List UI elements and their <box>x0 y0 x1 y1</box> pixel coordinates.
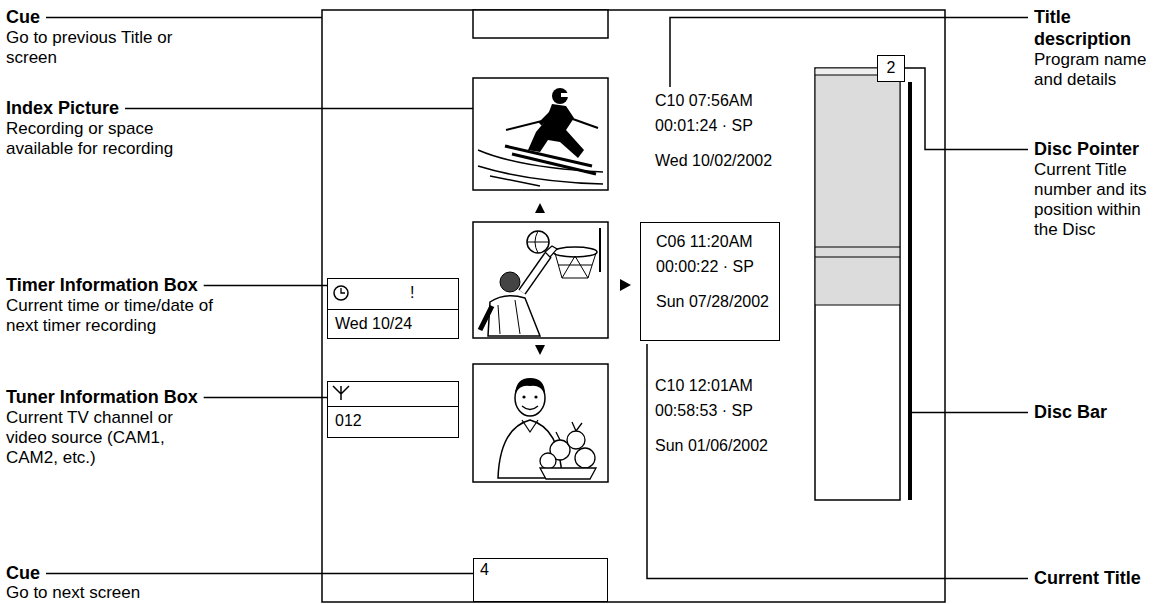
screen-frame <box>322 10 945 602</box>
player-hand <box>545 246 557 257</box>
vegetable <box>567 431 585 449</box>
player-arm <box>522 255 548 292</box>
channel-number: 012 <box>335 411 362 431</box>
clock-hands <box>341 288 345 293</box>
alert-mark: ! <box>410 283 414 303</box>
callout-description: Current Title number and its position wi… <box>1034 160 1152 240</box>
leader-line <box>46 17 322 19</box>
leader-line <box>912 412 1028 414</box>
ball-seam <box>527 231 549 253</box>
ski <box>512 154 596 174</box>
disc-bar-used <box>816 69 900 305</box>
callout-description: Current TV channel or video source (CAM1… <box>6 408 206 468</box>
node-text: 2 <box>878 56 904 80</box>
timer-date: Wed 10/24 <box>335 314 412 334</box>
leader-line <box>905 68 1028 150</box>
segment-line <box>815 257 900 258</box>
leader-line <box>46 573 473 575</box>
player-arm <box>522 255 548 292</box>
slope-line <box>478 166 603 184</box>
current-pointer-symbol <box>620 279 631 291</box>
node-text: 00:00:22 · SP <box>656 257 754 277</box>
callout-heading: Cue <box>6 6 40 28</box>
disc-bar <box>815 68 912 500</box>
down-arrow-symbol <box>535 345 545 355</box>
backboard <box>599 228 601 272</box>
disc-bar-frame <box>815 68 900 500</box>
current-title-box: C06 11:20AM 00:00:22 · SP Sun 07/28/2002 <box>640 222 780 341</box>
callout-description: Go to previous Title or screen <box>6 28 221 68</box>
callout-heading: Current Title <box>1034 567 1141 589</box>
callout-heading: Cue <box>6 562 40 584</box>
eye <box>522 395 525 398</box>
leader-line <box>670 18 1028 88</box>
player-body <box>488 296 540 336</box>
player-head <box>500 272 520 292</box>
callout-heading: Disc Pointer <box>1034 138 1139 160</box>
hoop-net <box>555 253 596 278</box>
callout-heading: Tuner Information Box <box>6 386 198 408</box>
eye <box>534 395 537 398</box>
cue-box: 4 <box>473 558 608 602</box>
leader-line <box>125 108 473 110</box>
smile <box>522 406 538 410</box>
picture-frame <box>473 78 608 190</box>
skier-arm <box>540 112 552 124</box>
skier-picture <box>473 78 608 190</box>
basketball-picture <box>473 222 608 338</box>
callout-description: Recording or space available for recordi… <box>6 119 221 159</box>
vegetable <box>540 453 556 469</box>
title-info: 00:58:53 · SP <box>655 401 753 421</box>
title-info: C10 12:01AM <box>655 376 753 396</box>
skier-body <box>528 104 584 158</box>
up-arrow-symbol <box>535 203 545 213</box>
leader-line <box>647 344 1028 579</box>
antenna-icon <box>333 386 349 400</box>
player-arm <box>480 306 492 330</box>
node-text: C06 11:20AM <box>656 232 753 252</box>
cue-box-top <box>473 10 608 38</box>
basket <box>540 468 596 479</box>
clock-icon <box>334 286 348 300</box>
title-info: 00:01:24 · SP <box>655 116 753 136</box>
title-info: Wed 10/02/2002 <box>655 151 772 171</box>
callout-description: Program name and details <box>1034 50 1152 90</box>
callout-heading: Index Picture <box>6 97 119 119</box>
man-hair <box>515 378 545 394</box>
callout-heading: Disc Bar <box>1034 401 1107 423</box>
cue-number: 4 <box>480 560 489 580</box>
segment-line <box>815 247 900 248</box>
man-picture <box>473 364 608 482</box>
timer-info-box: ! Wed 10/24 <box>327 278 459 339</box>
callout-description: Go to next screen <box>6 583 140 602</box>
divider-line <box>328 406 458 407</box>
callout-description: Current time or time/date of next timer … <box>6 296 236 336</box>
leader-line <box>204 285 327 287</box>
title-info: C10 07:56AM <box>655 91 753 111</box>
jersey-stripe <box>498 300 520 334</box>
basketball <box>527 231 549 253</box>
goggles <box>561 93 568 97</box>
shirt-collar <box>522 420 538 432</box>
picture-frame <box>473 222 608 338</box>
divider-line <box>328 309 458 310</box>
segment-line <box>815 305 900 306</box>
tuner-info-box: 012 <box>327 381 459 438</box>
node-text: Sun 07/28/2002 <box>656 292 769 312</box>
leader-line <box>204 397 327 399</box>
disc-pointer-box: 2 <box>877 55 905 82</box>
vegetable-leaf <box>556 422 582 440</box>
callout-heading: Title description <box>1034 6 1152 50</box>
disc-bar-position-line <box>908 82 912 500</box>
skier-head <box>552 88 568 104</box>
vegetable <box>575 448 595 468</box>
picture-frame <box>473 364 608 482</box>
ski-pole <box>570 118 598 128</box>
title-info: Sun 01/06/2002 <box>655 436 768 456</box>
slope-line <box>490 176 540 186</box>
callout-heading: Timer Information Box <box>6 274 198 296</box>
